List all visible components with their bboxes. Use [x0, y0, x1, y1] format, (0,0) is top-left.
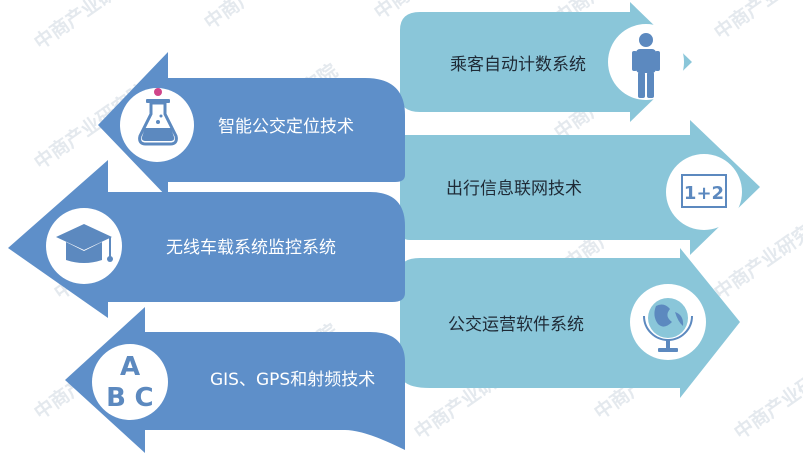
watermark-text: 中商产业研究院 — [200, 0, 322, 34]
left-item-1-label: 智能公交定位技术 — [218, 117, 354, 137]
globe-icon — [643, 298, 693, 352]
one-plus-two-icon-text: 1+2 — [684, 183, 724, 204]
right-item-2-label: 出行信息联网技术 — [446, 179, 582, 199]
abc-icon: A B C — [106, 352, 153, 413]
left-arrow-1: 智能公交定位技术 — [98, 52, 405, 198]
watermark-text: 中商产业研究院 — [710, 0, 803, 44]
watermark-text: 中商产业研究院 — [730, 349, 803, 444]
svg-text:A: A — [120, 352, 140, 382]
right-arrow-1: 乘客自动计数系统 — [400, 2, 692, 122]
left-arrow-3: A B C GIS、GPS和射频技术 — [65, 307, 405, 453]
right-item-3-label: 公交运营软件系统 — [448, 315, 584, 335]
left-item-2-label: 无线车载系统监控系统 — [166, 238, 336, 258]
right-arrow-2-icon-circle — [666, 154, 742, 230]
left-arrow-2: 无线车载系统监控系统 — [8, 160, 405, 318]
left-arrow-3-icon-circle — [92, 344, 168, 420]
flask-icon — [138, 88, 178, 146]
graduation-cap-icon — [56, 224, 113, 263]
right-item-1-label: 乘客自动计数系统 — [450, 55, 586, 75]
left-item-3-label: GIS、GPS和射频技术 — [210, 370, 375, 390]
person-icon — [632, 33, 660, 98]
one-plus-two-icon: 1+2 — [681, 174, 727, 208]
svg-text:C: C — [134, 383, 153, 413]
watermark-text: 中商产业研究院 — [30, 0, 152, 54]
right-arrow-2: 1+2 出行信息联网技术 — [400, 120, 760, 255]
svg-text:B: B — [106, 383, 126, 413]
right-arrow-3: 公交运营软件系统 — [400, 248, 740, 398]
